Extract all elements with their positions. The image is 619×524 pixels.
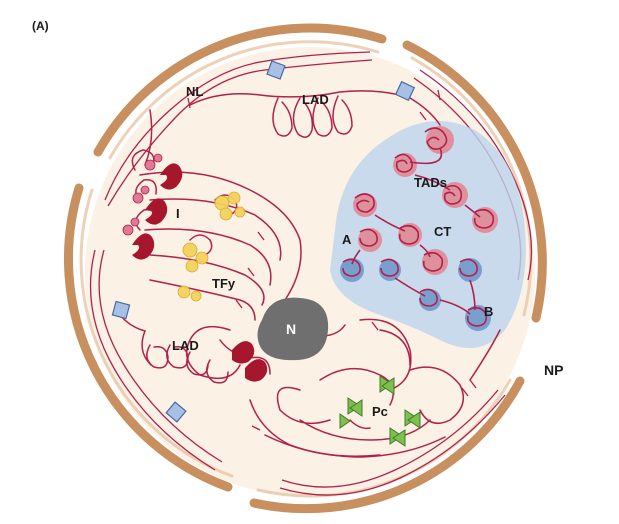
label-ct: CT: [434, 224, 451, 239]
cohesin-ring-5: [245, 359, 268, 382]
nuclear-pore-1: [266, 60, 286, 80]
tf-blob-6: [195, 251, 209, 265]
polycomb-9: [339, 413, 351, 429]
label-pc: Pc: [372, 404, 388, 419]
cohesin-rings: [132, 163, 268, 382]
label-a: A: [342, 232, 352, 247]
polycomb-bodies: [339, 375, 421, 447]
tf-blob-7: [185, 259, 199, 273]
label-lad-bottom: LAD: [172, 338, 199, 353]
boundary-ticks: [187, 89, 477, 431]
label-tf: TFy: [212, 276, 236, 291]
tad-red-4: [353, 193, 377, 217]
label-b: B: [484, 304, 493, 319]
label-np: NP: [544, 362, 563, 378]
nuclear-pore-4: [165, 401, 187, 423]
chromatin-beads: [122, 153, 163, 236]
label-nl: NL: [186, 84, 203, 99]
tf-blob-2: [227, 191, 241, 205]
nuclear-envelope: [64, 23, 547, 514]
panel-label: (A): [32, 19, 49, 33]
label-lad-top: LAD: [302, 92, 329, 107]
label-n: N: [286, 321, 296, 337]
nuclear-pore-2: [394, 80, 416, 102]
tf-blob-3: [219, 207, 233, 221]
nuclear-pore-3: [111, 300, 131, 320]
cohesin-ring-1: [160, 163, 183, 190]
label-i: I: [176, 206, 180, 221]
polycomb-6: [407, 411, 421, 429]
polycomb-8: [392, 429, 406, 447]
tad-red-1: [426, 126, 454, 154]
label-tads: TADs: [414, 175, 447, 190]
nuclear-envelope-inner: [79, 40, 533, 498]
tf-blob-5: [182, 242, 198, 258]
nuclear-pores: [111, 60, 416, 423]
tf-blob-8: [177, 285, 191, 299]
polycomb-4: [381, 377, 395, 395]
transcription-factors: [177, 191, 246, 302]
tf-blob-4: [234, 206, 246, 218]
chromosome-territory: [330, 121, 526, 348]
nucleolus: [257, 297, 329, 361]
cohesin-ring-3: [132, 233, 155, 260]
cohesin-ring-4: [232, 341, 255, 364]
polycomb-2: [349, 399, 363, 417]
cohesin-ring-2: [145, 198, 168, 225]
tf-blob-9: [190, 290, 202, 302]
tad-red-8: [422, 249, 448, 275]
